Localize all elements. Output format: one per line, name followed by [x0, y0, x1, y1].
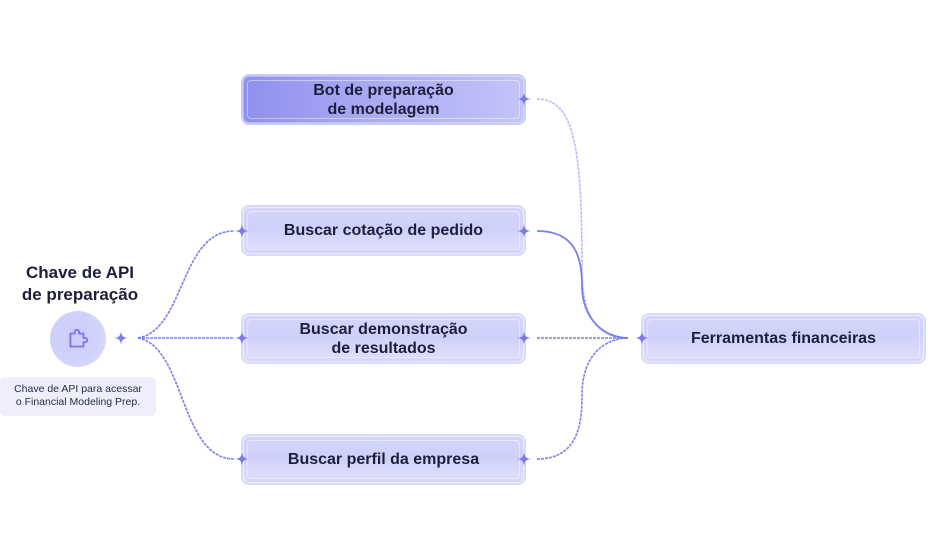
- node-buscar-demonstracao[interactable]: Buscar demonstração de resultados: [243, 315, 524, 362]
- node-perfil-label: Buscar perfil da empresa: [287, 451, 480, 468]
- node-bot-label-line1: Bot de preparação: [313, 81, 454, 99]
- bot-output-port-icon[interactable]: [517, 92, 531, 106]
- api-key-node[interactable]: [50, 311, 106, 367]
- puzzle-piece-icon: [69, 328, 89, 348]
- demonstracao-input-port-icon[interactable]: [235, 331, 249, 345]
- node-cotacao-label: Buscar cotação de pedido: [283, 222, 484, 239]
- api-key-description-line2: o Financial Modeling Prep.: [15, 396, 141, 408]
- node-buscar-perfil[interactable]: Buscar perfil da empresa: [243, 436, 524, 483]
- node-ferramentas-label: Ferramentas financeiras: [691, 330, 876, 347]
- node-buscar-cotacao[interactable]: Buscar cotação de pedido: [243, 207, 524, 254]
- edge-source-to-quote: [137, 230, 235, 339]
- demonstracao-output-port-icon[interactable]: [517, 331, 531, 345]
- source-output-port-icon[interactable]: [114, 331, 128, 345]
- perfil-input-port-icon[interactable]: [235, 452, 249, 466]
- api-key-title-line2: de preparação: [21, 285, 139, 304]
- api-key-description: Chave de API para acessar o Financial Mo…: [0, 377, 156, 416]
- edge-quote-to-fin: [536, 230, 629, 339]
- cotacao-input-port-icon[interactable]: [235, 224, 249, 238]
- api-key-title-line1: Chave de API: [25, 263, 135, 282]
- perfil-output-port-icon[interactable]: [517, 452, 531, 466]
- ferramentas-input-port-icon[interactable]: [635, 331, 649, 345]
- edge-bot-to-fin: [536, 98, 629, 339]
- api-key-title: Chave de API de preparação: [0, 262, 160, 306]
- edge-profile-to-fin: [536, 337, 629, 460]
- node-ferramentas-financeiras[interactable]: Ferramentas financeiras: [643, 315, 924, 362]
- edge-source-to-profile: [137, 337, 235, 460]
- node-bot-label-line2: de modelagem: [327, 100, 440, 118]
- node-bot-modelagem[interactable]: Bot de preparação de modelagem: [243, 76, 524, 123]
- node-demonstracao-label-line2: de resultados: [331, 339, 436, 357]
- cotacao-output-port-icon[interactable]: [517, 224, 531, 238]
- api-key-description-line1: Chave de API para acessar: [14, 383, 142, 395]
- node-demonstracao-label-line1: Buscar demonstração: [299, 320, 468, 338]
